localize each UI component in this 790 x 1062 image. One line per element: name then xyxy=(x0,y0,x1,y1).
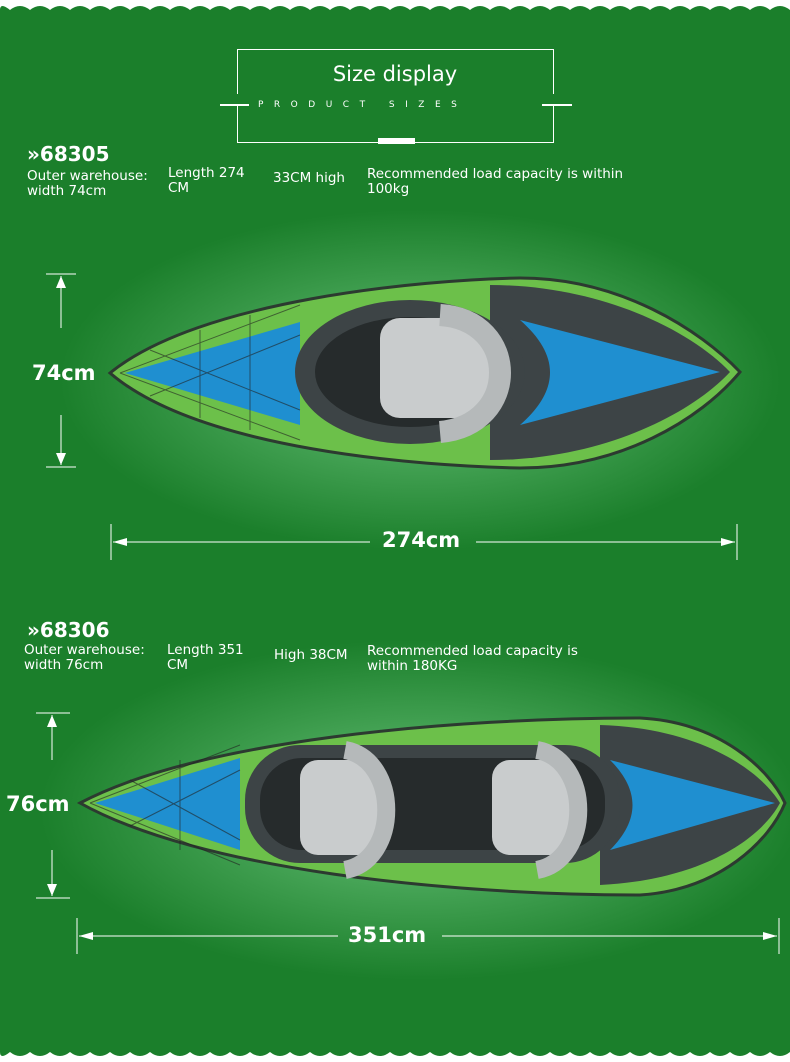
length-label: 274cm xyxy=(382,528,461,552)
kayak-68306-image xyxy=(76,716,787,897)
kayak-68305-image xyxy=(107,276,743,470)
page-title: Size display xyxy=(332,62,458,86)
length-arrow xyxy=(76,918,780,954)
double-chevron-icon: » xyxy=(27,618,40,642)
spec-width: Outer warehouse:width 76cm xyxy=(24,642,145,673)
spec-height: 33CM high xyxy=(273,170,345,186)
title-frame xyxy=(220,49,572,144)
width-arrow xyxy=(36,712,70,899)
length-arrow xyxy=(110,524,738,560)
page-subtitle: PRODUCT SIZES xyxy=(258,100,468,110)
model-number: »68305 xyxy=(27,142,110,166)
scalloped-bottom-edge xyxy=(0,1052,790,1062)
length-label: 351cm xyxy=(348,923,427,947)
double-chevron-icon: » xyxy=(27,142,40,166)
spec-width: Outer warehouse:width 74cm xyxy=(27,168,148,199)
model-number: »68306 xyxy=(27,618,110,642)
width-label: 74cm xyxy=(32,361,96,385)
spec-height: High 38CM xyxy=(274,647,348,663)
width-arrow xyxy=(46,273,76,468)
scalloped-top-edge xyxy=(0,0,790,10)
width-label: 76cm xyxy=(6,792,70,816)
